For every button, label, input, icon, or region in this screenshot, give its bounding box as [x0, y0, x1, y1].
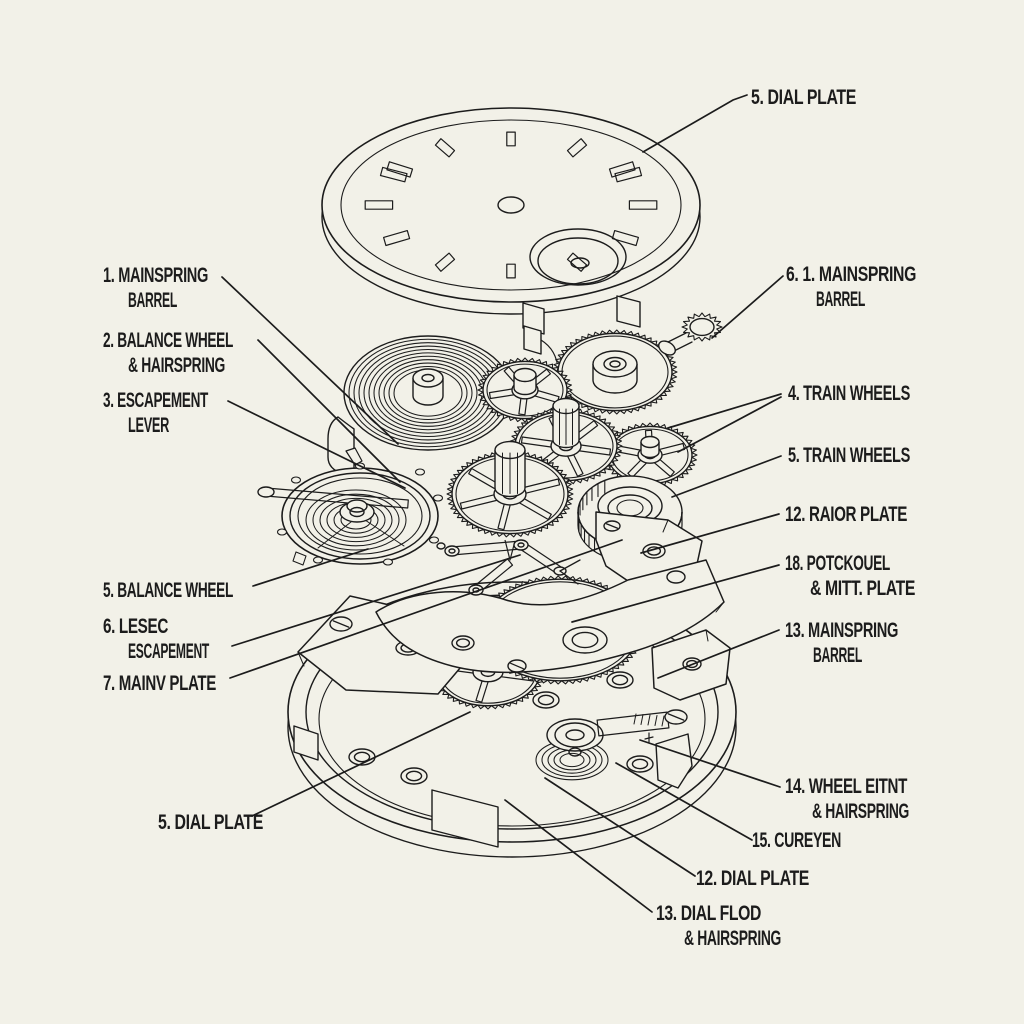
winding-pinion-drawing — [658, 312, 723, 356]
label-balance-wheel-hairspring-left: 2. BALANCE WHEEL& HAIRSPRING — [103, 329, 233, 377]
bridges-drawing — [297, 559, 731, 701]
leader-line — [251, 711, 471, 817]
setting-lever-drawing — [436, 539, 581, 596]
label-dial-plate-12-bottom: 12. DIAL PLATE — [696, 867, 809, 890]
label-wheel-eitnt-hairspring-right: 14. WHEEL EITNT& HAIRSPRING — [785, 775, 909, 823]
leader-line — [227, 400, 406, 489]
label-raior-plate-right: 12. RAIOR PLATE — [785, 503, 907, 526]
label-main-plate-left: 7. MAINV PLATE — [103, 672, 216, 695]
leader-line — [257, 339, 401, 483]
leader-line — [671, 455, 782, 498]
balance-wheel-drawing — [257, 462, 444, 566]
movement-drawing — [257, 107, 737, 858]
leader-line — [229, 539, 623, 679]
leader-line — [544, 777, 696, 877]
leader-line — [221, 276, 399, 445]
leader-line — [640, 513, 780, 554]
dial-plate-drawing — [321, 107, 701, 335]
plate-balance-drawing — [535, 709, 693, 789]
leader-line — [711, 275, 784, 339]
label-cureyen-right: 15. CUREYEN — [752, 829, 841, 852]
leader-line — [252, 548, 369, 587]
leader-line — [667, 393, 782, 429]
leader-line — [231, 554, 521, 647]
label-train-wheels-5-right: 5. TRAIN WHEELS — [788, 444, 910, 467]
train-wheels-drawing — [446, 329, 698, 561]
leader-line — [642, 94, 748, 153]
label-dial-plate-top-right: 5. DIAL PLATE — [751, 86, 856, 109]
leader-lines — [221, 94, 784, 913]
label-dial-flod-hairspring-bottom: 13. DIAL FLOD& HAIRSPRING — [656, 902, 781, 950]
label-potckouel-mitt-plate-right: 18. POTCKOUEL& MITT. PLATE — [785, 552, 915, 600]
leader-line — [615, 762, 753, 841]
leader-line — [657, 629, 780, 679]
leader-line — [677, 396, 782, 453]
label-balance-wheel-lower-left: 5. BALANCE WHEEL — [103, 579, 233, 602]
leader-line — [571, 564, 780, 623]
label-train-wheels-4-right: 4. TRAIN WHEELS — [788, 382, 910, 405]
leader-line — [639, 739, 781, 788]
leader-line — [504, 799, 653, 913]
label-dial-plate-bottom-left: 5. DIAL PLATE — [158, 811, 263, 834]
